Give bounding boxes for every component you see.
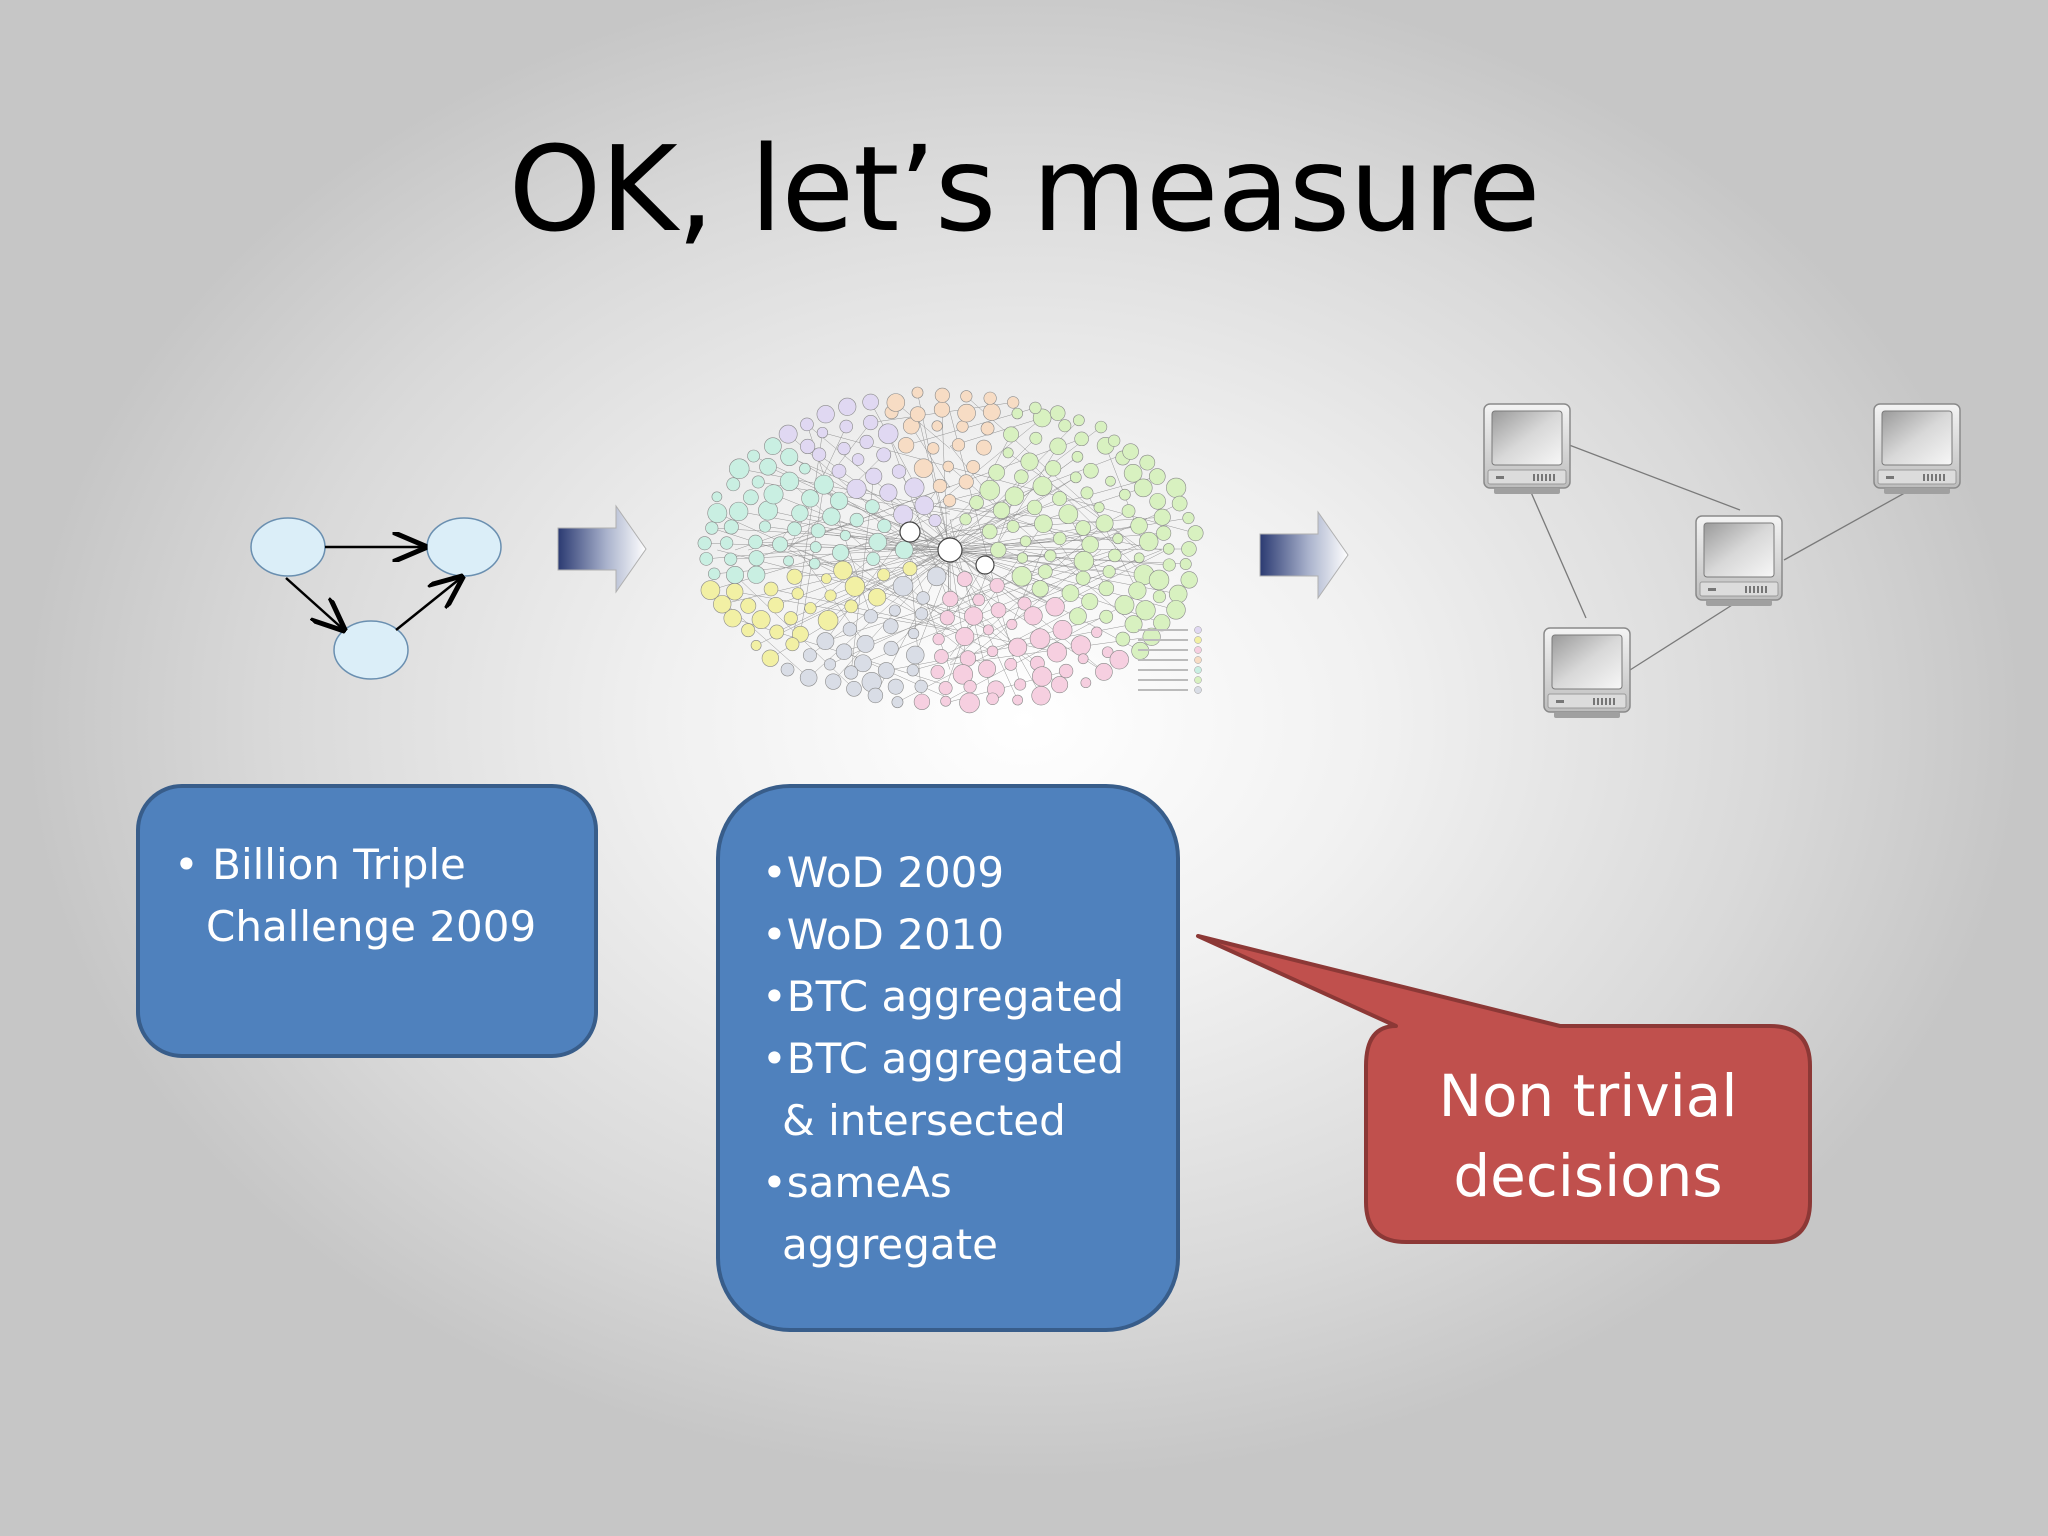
computer-icon	[1873, 403, 1961, 495]
callout-text: Non trivial decisions	[1366, 1026, 1810, 1244]
list-item: •BTC aggregated	[762, 972, 1125, 1021]
list-item: •WoD 2010	[762, 910, 1005, 959]
datasets-box: •WoD 2009 •WoD 2010 •BTC aggregated •BTC…	[716, 784, 1180, 1332]
graph-node-c	[333, 620, 409, 680]
callout-line: decisions	[1453, 1142, 1723, 1210]
graph-node-b	[426, 517, 502, 577]
graph-node-a	[250, 517, 326, 577]
list-item: • Billion Triple Challenge 2009	[174, 840, 537, 951]
list-item: •WoD 2009	[762, 848, 1005, 897]
slide-title: OK, let’s measure	[508, 120, 1540, 258]
block-arrow-right-icon	[557, 504, 647, 594]
graph-edge	[395, 577, 462, 631]
computer-icon	[1543, 627, 1631, 719]
list-item: •BTC aggregated & intersected	[762, 1034, 1125, 1145]
graph-edge	[285, 577, 344, 630]
callout-shape	[1196, 934, 1812, 1244]
computer-icon	[1695, 515, 1783, 607]
computer-icon	[1483, 403, 1571, 495]
billion-triple-challenge-box: • Billion Triple Challenge 2009	[136, 784, 598, 1058]
list-item: •sameAs aggregate	[762, 1158, 998, 1269]
block-arrow-right-icon	[1259, 510, 1349, 600]
graph-diagram-icon	[250, 517, 502, 680]
callout-line: Non trivial	[1438, 1062, 1738, 1130]
computer-network-diagram	[1483, 403, 1961, 719]
linked-data-cloud-icon	[697, 386, 1204, 714]
